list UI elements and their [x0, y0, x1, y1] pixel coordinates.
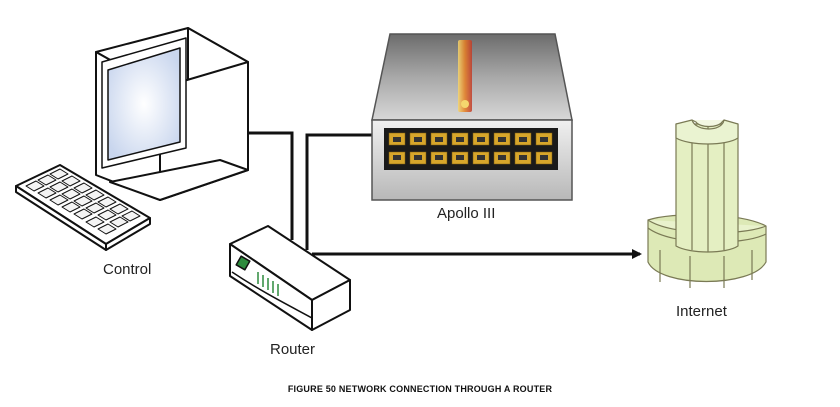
network-switch-icon [371, 33, 573, 201]
control-label: Control [103, 261, 152, 278]
internet-label: Internet [676, 303, 727, 320]
cable-apollo-to-router [305, 133, 372, 250]
figure-caption: FIGURE 50 NETWORK CONNECTION THROUGH A R… [287, 384, 553, 394]
apollo-label: Apollo III [437, 205, 496, 222]
computer-monitor-icon [95, 27, 249, 201]
brand-logo [458, 40, 472, 112]
router-icon [229, 225, 351, 331]
internet-tower-icon [647, 119, 767, 288]
router-label: Router [270, 341, 316, 358]
cable-control-to-router [248, 131, 294, 240]
keyboard-icon [15, 164, 151, 251]
port-row [388, 132, 553, 165]
cables [248, 131, 642, 259]
